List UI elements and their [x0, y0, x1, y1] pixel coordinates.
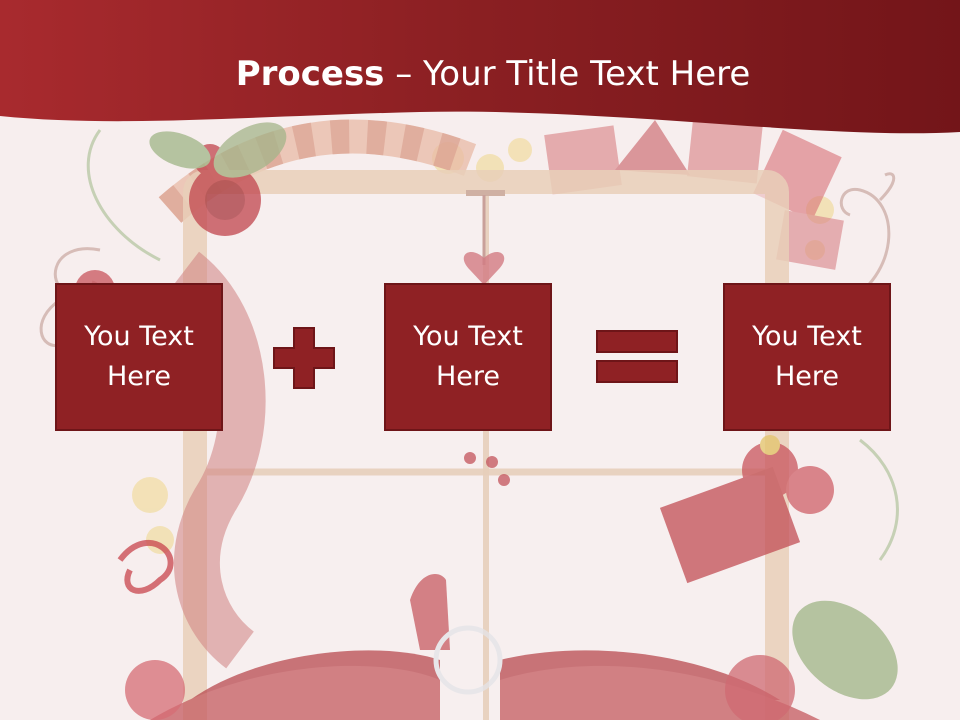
title-text: – Your Title Text Here — [384, 54, 751, 94]
header-banner — [0, 0, 960, 134]
process-box-1: You Text Here — [55, 283, 223, 431]
slide-title: Process – Your Title Text Here — [0, 52, 960, 96]
process-box-3-text: You Text Here — [752, 321, 862, 392]
process-box-3: You Text Here — [723, 283, 891, 431]
process-box-2: You Text Here — [384, 283, 552, 431]
process-box-2-text: You Text Here — [413, 321, 523, 392]
equals-icon — [596, 330, 678, 383]
process-box-1-text: You Text Here — [84, 321, 194, 392]
title-bold: Process — [235, 54, 385, 94]
plus-icon — [273, 327, 335, 389]
